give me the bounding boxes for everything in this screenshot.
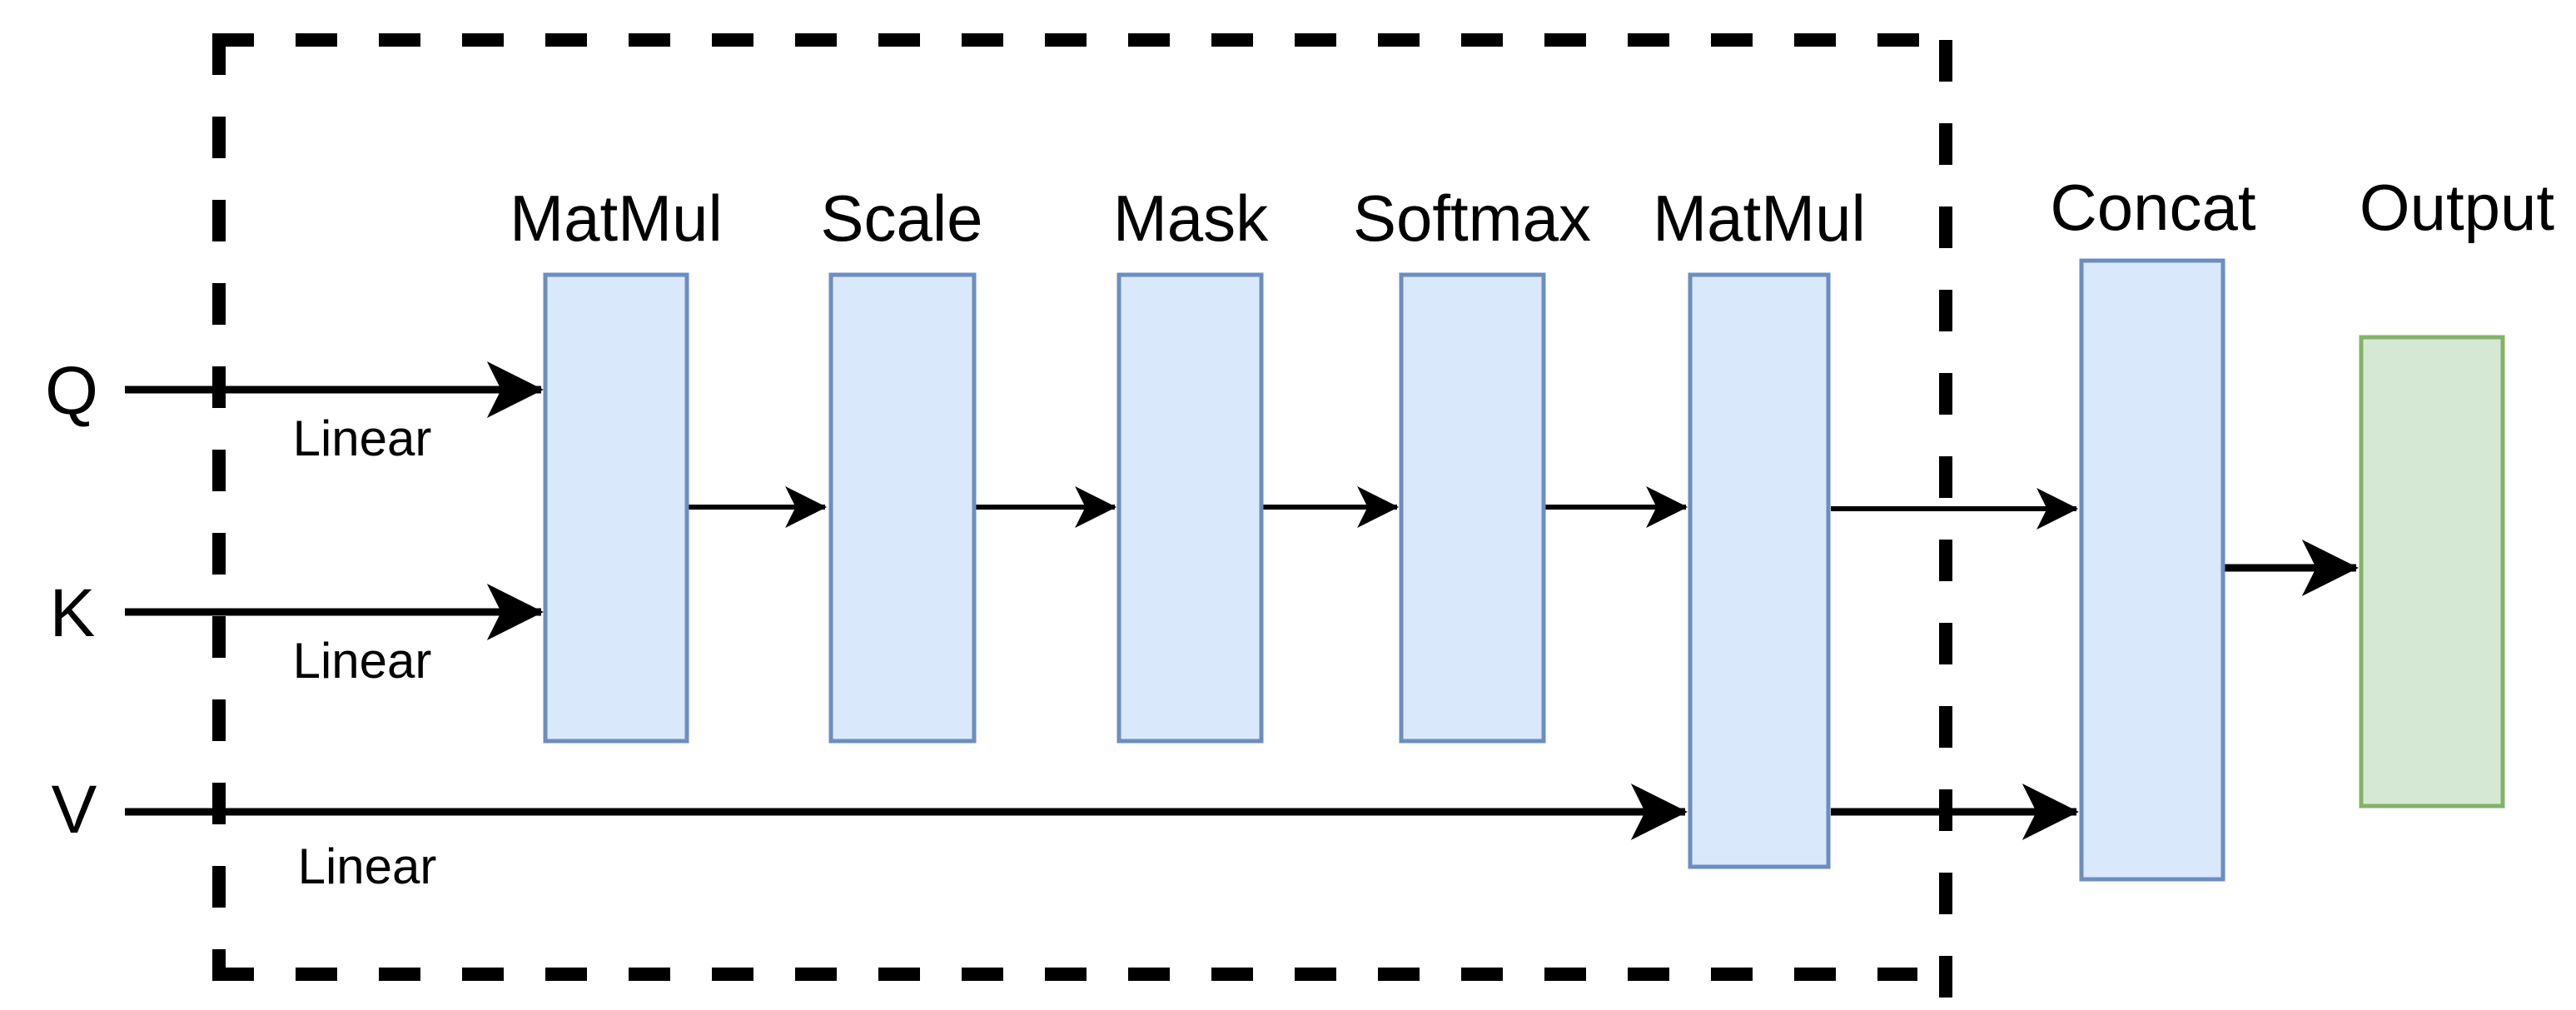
label-linear-q: Linear	[293, 410, 432, 466]
block-output	[2359, 335, 2505, 808]
label-input-v: V	[52, 772, 97, 848]
label-linear-v: Linear	[298, 838, 437, 894]
block-scale	[828, 272, 977, 744]
block-matmul-1	[543, 272, 689, 744]
label-matmul-2: MatMul	[1653, 182, 1866, 255]
label-concat: Concat	[2050, 171, 2255, 244]
block-concat	[2079, 258, 2225, 882]
label-softmax: Softmax	[1353, 182, 1591, 255]
label-matmul-1: MatMul	[510, 182, 723, 255]
label-output: Output	[2360, 171, 2554, 244]
label-linear-k: Linear	[293, 633, 432, 689]
label-input-k: K	[50, 575, 96, 651]
label-mask: Mask	[1113, 182, 1269, 255]
label-scale: Scale	[820, 182, 982, 255]
label-input-q: Q	[45, 353, 98, 429]
block-softmax	[1399, 272, 1546, 744]
block-mask	[1116, 272, 1264, 744]
dashed-boundary	[212, 33, 1952, 1010]
block-matmul-2	[1688, 272, 1831, 869]
